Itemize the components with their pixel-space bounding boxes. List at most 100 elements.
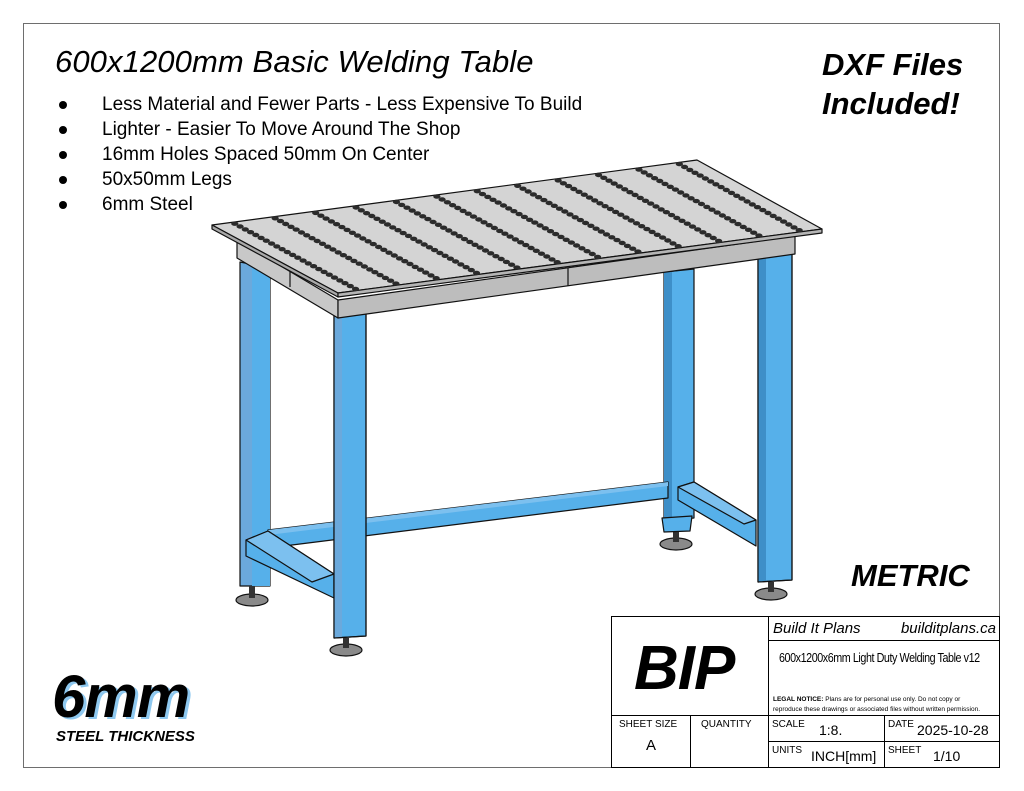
- hole-icon: [369, 241, 377, 247]
- hole-icon: [262, 238, 270, 243]
- hole-icon: [576, 217, 585, 223]
- hole-icon: [652, 204, 660, 209]
- hole-icon: [727, 190, 736, 196]
- hole-icon: [678, 218, 686, 223]
- hole-icon: [692, 198, 700, 204]
- hole-icon: [252, 232, 260, 238]
- hole-icon: [708, 207, 716, 212]
- hole-icon: [697, 201, 706, 207]
- hole-icon: [429, 219, 437, 225]
- hole-icon: [390, 253, 398, 258]
- hole-icon: [535, 195, 543, 200]
- hole-icon: [469, 214, 478, 219]
- feature-list: Less Material and Fewer Parts - Less Exp…: [56, 92, 582, 217]
- hole-icon: [452, 259, 460, 264]
- quantity-cell: QUANTITY: [691, 716, 769, 767]
- hole-icon: [392, 281, 400, 286]
- hole-icon: [330, 275, 339, 280]
- leg-front-right: [754, 253, 793, 601]
- hole-icon: [629, 246, 637, 251]
- hole-icon: [648, 229, 656, 235]
- hole-icon: [627, 218, 635, 223]
- hole-icon: [487, 251, 495, 256]
- hole-icon: [354, 233, 362, 238]
- hole-icon: [368, 213, 376, 219]
- hole-icon: [318, 241, 327, 246]
- hole-icon: [515, 211, 523, 217]
- hole-icon: [548, 257, 556, 262]
- hole-icon: [550, 203, 558, 208]
- title-block: BIP Build It Plans builditplans.ca 600x1…: [611, 616, 1000, 768]
- sheet-number-cell: SHEET 1/10: [885, 742, 999, 767]
- hole-icon: [355, 261, 363, 266]
- hole-icon: [511, 237, 519, 242]
- hole-icon: [671, 187, 680, 192]
- hole-icon: [715, 238, 723, 244]
- hole-icon: [522, 242, 530, 248]
- hole-icon: [231, 221, 239, 226]
- hole-icon: [385, 250, 393, 255]
- hole-icon: [383, 222, 392, 227]
- hole-icon: [460, 236, 469, 242]
- hole-icon: [431, 247, 439, 253]
- sheet-number-value: 1/10: [933, 748, 961, 764]
- hole-icon: [682, 193, 690, 198]
- hole-icon: [774, 216, 783, 221]
- hole-icon: [489, 197, 497, 202]
- sheet-size-cell: SHEET SIZE A: [612, 716, 691, 767]
- hole-icon: [283, 249, 291, 255]
- hole-icon: [738, 196, 746, 201]
- hole-icon: [724, 216, 732, 221]
- hole-icon: [241, 227, 249, 232]
- hole-icon: [341, 281, 349, 286]
- hole-icon: [476, 245, 484, 250]
- hole-icon: [573, 243, 581, 248]
- hole-icon: [748, 202, 756, 207]
- date-value: 2025-10-28: [917, 722, 989, 738]
- hole-icon: [333, 222, 341, 227]
- hole-icon: [352, 205, 360, 210]
- hole-icon: [440, 225, 448, 230]
- hole-icon: [647, 201, 655, 206]
- feature-text: Lighter - Easier To Move Around The Shop: [102, 119, 461, 140]
- hole-icon: [656, 178, 664, 184]
- hole-icon: [634, 249, 642, 254]
- hole-icon: [626, 190, 634, 195]
- hole-icon: [561, 209, 569, 214]
- hole-icon: [308, 236, 316, 241]
- hole-icon: [688, 224, 697, 229]
- hole-icon: [571, 215, 579, 220]
- hole-icon: [600, 175, 608, 180]
- legal-notice-label: LEGAL NOTICE:: [773, 696, 824, 703]
- hole-icon: [271, 216, 279, 221]
- hole-icon: [357, 208, 365, 213]
- bullet-icon: [59, 176, 67, 184]
- hole-icon: [618, 240, 626, 246]
- hole-icon: [268, 241, 276, 246]
- hole-icon: [322, 216, 330, 221]
- sheet-size-value: A: [646, 737, 657, 754]
- hole-icon: [623, 243, 632, 249]
- hole-icon: [324, 244, 332, 249]
- hole-icon: [580, 192, 588, 197]
- hole-icon: [325, 272, 333, 277]
- hole-icon: [769, 213, 777, 219]
- hole-icon: [373, 216, 381, 221]
- hole-icon: [565, 183, 573, 189]
- thickness-label: STEEL THICKNESS: [56, 728, 195, 745]
- description-cell: 600x1200x6mm Light Duty Welding Table v1…: [769, 641, 999, 716]
- hole-icon: [438, 197, 446, 202]
- hole-icon: [496, 228, 504, 234]
- hole-icon: [445, 228, 453, 233]
- hole-icon: [683, 221, 691, 226]
- hole-icon: [490, 225, 498, 231]
- hole-icon: [457, 262, 465, 267]
- hole-icon: [505, 206, 513, 211]
- feature-item: Lighter - Easier To Move Around The Shop: [56, 117, 582, 142]
- hole-icon: [410, 236, 418, 241]
- bullet-icon: [59, 151, 67, 159]
- hole-icon: [559, 181, 568, 186]
- stretcher-long: [267, 481, 669, 549]
- scale-value: 1:8.: [819, 722, 843, 738]
- hole-icon: [359, 236, 367, 241]
